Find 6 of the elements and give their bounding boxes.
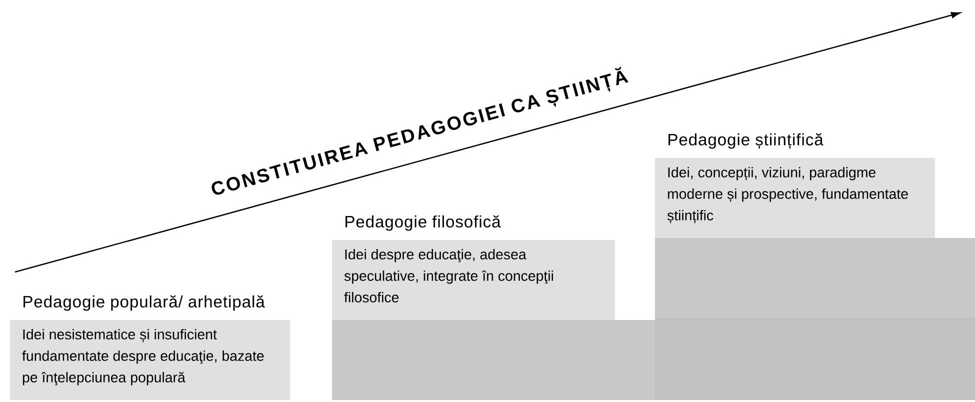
step-heading: Pedagogie științifică [668, 133, 824, 149]
step-box: Idei despre educaţie, adesea speculative, integrate în concepţii filosofice [332, 240, 615, 320]
step-heading: Pedagogie filosofică [346, 215, 501, 231]
step-heading: Pedagogie populară/ arhetipală [24, 295, 265, 311]
step-box: Idei nesistematice și insuficient fundamentate despre educaţie, bazate pe înţelepciunea populară [10, 320, 290, 400]
step-box: Idei, concepții, viziuni, paradigme moderne și prospective, fundamentate științific [655, 158, 935, 238]
